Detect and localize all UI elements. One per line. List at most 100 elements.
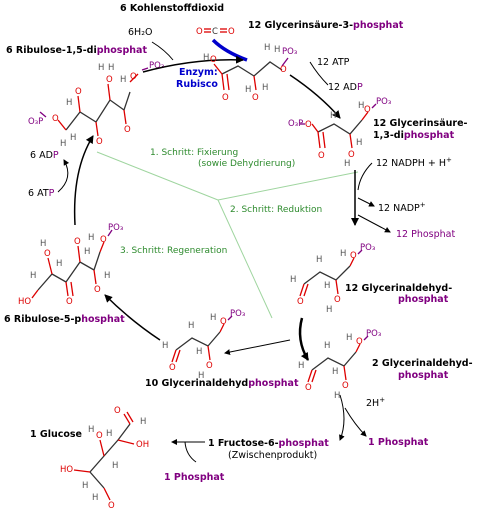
arrow-fixation — [142, 55, 244, 73]
step-divider-lines — [96, 151, 359, 319]
step2-label: 2. Schritt: Reduktion — [230, 205, 322, 215]
g3p2-o2: O — [342, 381, 349, 391]
rubp-o4: O — [106, 75, 113, 85]
rubp-phosphate-right: PO₃ — [149, 61, 164, 71]
arrow-nadp-out — [357, 197, 375, 207]
step1-sub-label: (sowie Dehydrierung) — [198, 159, 295, 169]
co2-o-right: O — [228, 27, 235, 37]
glucose-oh1: OH — [136, 440, 149, 450]
bpg-phosphate-right: PO₃ — [376, 97, 391, 107]
co2-o-left: O — [196, 27, 203, 37]
pga-o1: O — [210, 55, 217, 65]
step1-label: 1. Schritt: Fixierung — [150, 148, 238, 158]
glucose-h6: H — [92, 493, 98, 503]
ru5p-h4: H — [84, 247, 90, 257]
atp6-label: 6 ATP — [28, 188, 55, 199]
g3p10-h2: H — [188, 321, 194, 331]
g3p12-phosphate: PO₃ — [360, 243, 375, 253]
co2-c: C — [212, 27, 218, 37]
bpg-o1: O — [305, 120, 312, 130]
g3p10-h4: H — [210, 313, 216, 323]
ru5p-h6: H — [104, 271, 110, 281]
phos12-label: 12 Phosphat — [396, 229, 455, 240]
bpg-h4: H — [358, 101, 364, 111]
rubp-h3: H — [98, 63, 104, 73]
g3p2-o3: O — [356, 337, 363, 347]
pga-label: 12 Glycerinsäure-3-phosphat — [248, 20, 404, 31]
g3p10-label: 10 Glycerinaldehydphosphat — [145, 378, 299, 389]
g3p10-h1: H — [162, 341, 168, 351]
bpg-o2: O — [318, 151, 325, 161]
glucose-o3: O — [108, 501, 115, 511]
g3p12-o1: O — [297, 297, 304, 307]
bpg-o3: O — [348, 150, 355, 160]
glucose-ho: HO — [60, 465, 73, 475]
rubp-label: 6 Ribulose-1,5-diphosphat — [6, 45, 147, 56]
glucose-h1: H — [140, 417, 146, 427]
arrow-atp-consumed — [309, 61, 329, 86]
ru5p-o1: O — [44, 249, 51, 259]
g3p12-h1: H — [290, 275, 296, 285]
ru5p-o4: O — [94, 285, 101, 295]
arrow-to-rubp — [73, 135, 94, 226]
glucose-o2: O — [96, 431, 103, 441]
ru5p-h1: H — [30, 271, 36, 281]
pga-h3: H — [262, 83, 268, 93]
pga-phosphate: PO₃ — [282, 47, 297, 57]
ru5p-o3: O — [74, 237, 81, 247]
ru5p-h3: H — [56, 259, 62, 269]
g3p12-h5: H — [326, 305, 332, 315]
g3p12-label-line1: 12 Glycerinaldehyd- — [345, 283, 452, 294]
g3p2-h2: H — [324, 341, 330, 351]
g3p2-h3: H — [332, 367, 338, 377]
ru5p-h2: H — [40, 239, 46, 249]
rubp-o1: O — [52, 114, 59, 124]
pga-h5: H — [274, 45, 280, 55]
bpg-o4: O — [364, 105, 371, 115]
glucose-h5: H — [82, 481, 88, 491]
pga-o4: O — [280, 65, 287, 75]
rubp-o3: O — [75, 87, 82, 97]
ru5p-o5: O — [100, 235, 107, 245]
h2-label: 2H+ — [366, 396, 385, 409]
pga-h1: H — [203, 53, 209, 63]
bpg-h3: H — [344, 159, 350, 169]
rubp-h4: H — [108, 63, 114, 73]
g3p12-h4: H — [340, 249, 346, 259]
h2o-label: 6H₂O — [128, 27, 152, 38]
g3p12-h2: H — [316, 255, 322, 265]
arrow-phosphate-out — [357, 214, 391, 233]
enzyme-label: Enzym: — [179, 67, 218, 78]
arrow-atp6-consumed — [57, 159, 70, 193]
arrow-g3p-split — [298, 317, 310, 361]
g3p10-o3: O — [220, 317, 227, 327]
arrow-g3p-to-fructose — [339, 394, 345, 441]
arrow-phosphorylation — [289, 74, 341, 119]
rubp-phosphate-left: O₃P — [28, 117, 43, 127]
atp12-label: 12 ATP — [317, 57, 350, 68]
arrow-regeneration — [104, 294, 161, 341]
ru5p-ho: HO — [18, 297, 31, 307]
nadph-label: 12 NADPH + H+ — [376, 156, 452, 169]
rubp-o2: O — [96, 137, 103, 147]
rubp-o6: O — [130, 72, 137, 82]
g3p2-h4: H — [346, 333, 352, 343]
pga-o3: O — [252, 93, 259, 103]
adp6-label: 6 ADP — [30, 150, 59, 161]
g3p10-molecule: O O O PO₃ H H H H H — [162, 309, 245, 381]
g3p12-label-line2: phosphat — [398, 294, 449, 305]
arrow-nadph-in — [357, 162, 373, 191]
glucose-o1: O — [114, 406, 121, 416]
bpg-label-line1: 12 Glycerinsäure- — [373, 118, 468, 129]
step3-label: 3. Schritt: Regeneration — [120, 246, 227, 256]
g3p2-h1: H — [298, 361, 304, 371]
g3p2-o1: O — [305, 383, 312, 393]
ru5p-h5: H — [88, 233, 94, 243]
bpg-molecule: O₃P O O O O PO₃ H H H H — [288, 97, 391, 169]
g3p12-h3: H — [324, 281, 330, 291]
g3p12-o2: O — [334, 295, 341, 305]
g3p12-molecule: O O O PO₃ H H H H H — [290, 243, 375, 315]
fructose-sublabel: (Zwischenprodukt) — [228, 450, 317, 461]
ru5p-label: 6 Ribulose-5-phosphat — [4, 314, 125, 325]
